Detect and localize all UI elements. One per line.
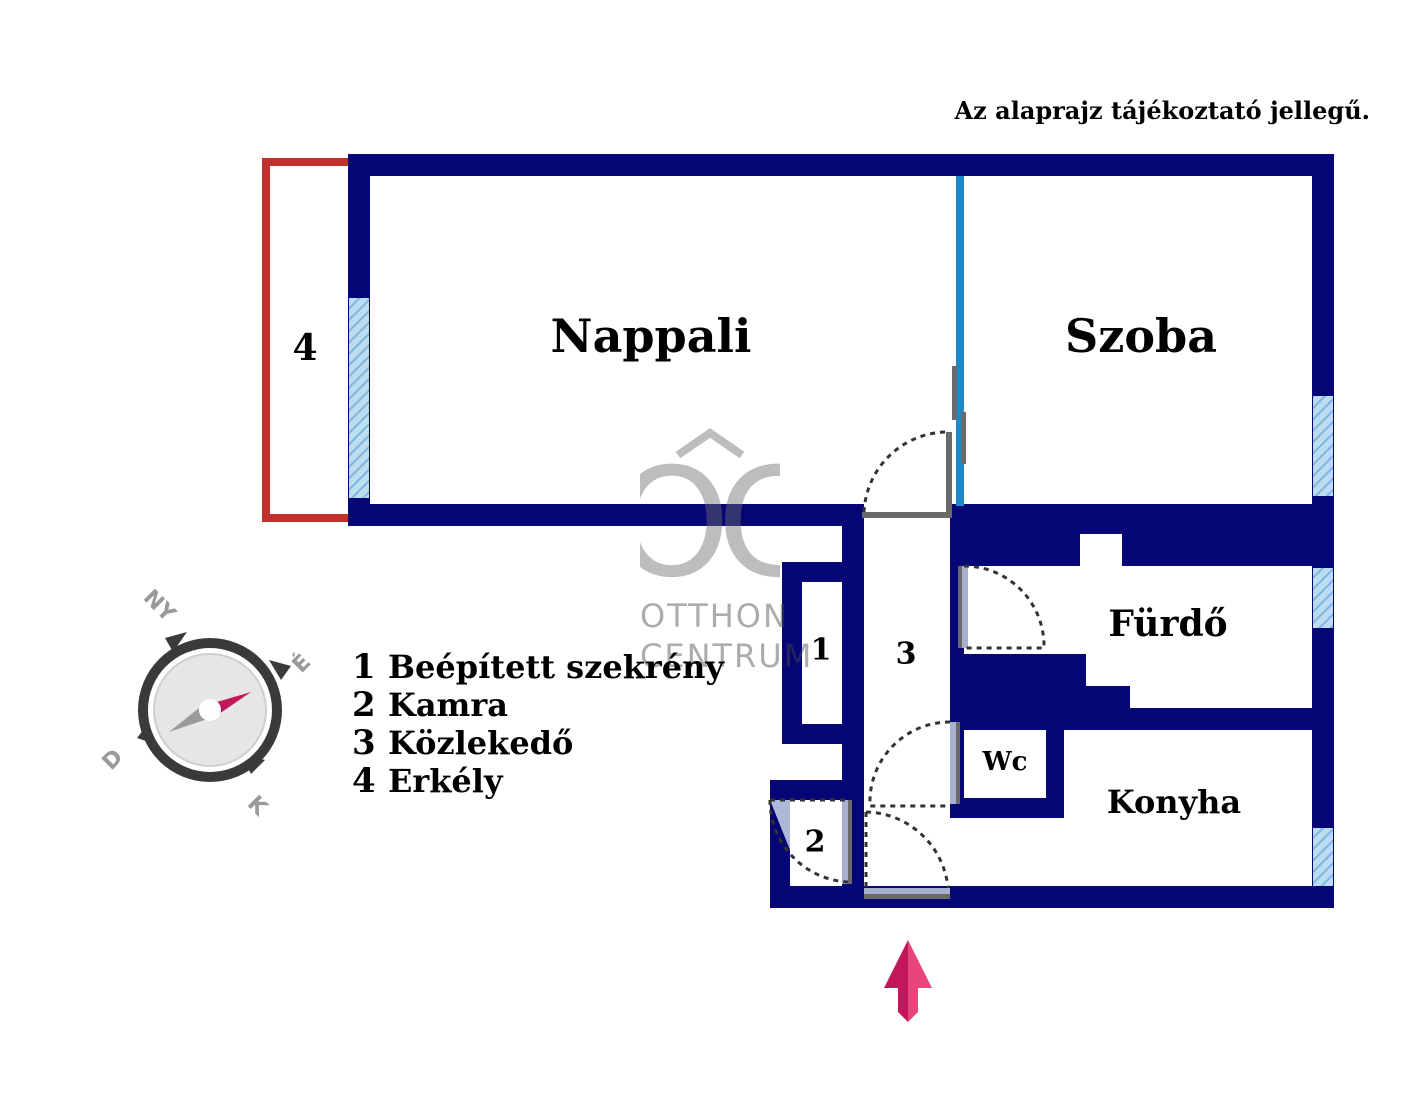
door-pantry-edge [848, 800, 852, 884]
room-label-wc: Wc [982, 747, 1028, 777]
door-nappali-swing [862, 430, 949, 513]
door-pantry-shade [770, 800, 790, 850]
wall-szoba-bottom [950, 504, 1334, 534]
logo-line2: CENTRUM [640, 637, 814, 675]
wall-bottom [770, 886, 1334, 908]
door-pantry-swing [768, 798, 849, 884]
otthon-centrum-logo: OC OTTHON CENTRUM [613, 425, 828, 675]
disclaimer-text: Az alaprajz tájékoztató jellegű. [954, 96, 1370, 125]
wall-pantry-top [770, 780, 862, 800]
window-konyha [1313, 828, 1333, 886]
compass-icon: NY É D K [95, 580, 325, 821]
logo-monogram-icon: OC [613, 428, 828, 611]
legend-label: Beépített szekrény [388, 648, 724, 686]
window-furdo [1313, 568, 1333, 628]
door-furdo-edge [958, 566, 962, 648]
door-szoba-slide-2 [961, 412, 966, 464]
legend-label: Erkély [388, 762, 503, 800]
legend-number: 3 [352, 723, 376, 763]
wall-wardrobe-bottom [782, 724, 862, 744]
legend-label: Kamra [388, 686, 508, 724]
wall-bath-inner2 [950, 686, 1130, 710]
legend-item: 3 Közlekedő [352, 724, 724, 762]
door-wc-edge [956, 722, 960, 804]
room-label-szoba: Szoba [1065, 309, 1217, 363]
logo-line1: OTTHON [640, 597, 789, 635]
partition-wall [956, 176, 964, 506]
room-label-nappali: Nappali [550, 309, 752, 363]
door-nappali-threshold [862, 512, 952, 518]
wall-wardrobe-left [782, 562, 802, 744]
room-number-wardrobe: 1 [810, 632, 832, 668]
room-label-furdo: Fürdő [1108, 603, 1228, 645]
legend-number: 2 [352, 685, 376, 725]
door-wc-swing [868, 720, 951, 808]
wall-top [348, 154, 1334, 176]
wall-wc-right [1046, 708, 1064, 818]
door-entrance-swing [864, 810, 950, 889]
door-furdo-swing [963, 564, 1046, 650]
doors [768, 366, 1046, 899]
wall-bath-inner [950, 654, 1086, 688]
legend-number: 1 [352, 647, 376, 687]
room-label-konyha: Konyha [1106, 783, 1242, 821]
entrance-arrow-icon [884, 940, 932, 1022]
legend-number: 4 [352, 761, 376, 801]
door-entrance-threshold [864, 888, 950, 898]
wall-wc-bottom [950, 798, 1064, 818]
legend-item: 4 Erkély [352, 762, 724, 800]
door-nappali-leaf [946, 432, 952, 514]
door-wc-leaf [950, 722, 960, 804]
window-nappali [349, 298, 369, 498]
compass-rose-icon [137, 632, 291, 782]
wall-bath-top-right [1122, 534, 1334, 566]
door-furdo-leaf [960, 566, 968, 648]
door-szoba-slide-1 [952, 366, 957, 420]
door-pantry-leaf [842, 800, 850, 884]
room-number-balcony: 4 [292, 327, 318, 369]
wall-bath-top [950, 534, 1080, 566]
window-szoba [1313, 396, 1333, 496]
legend-item: 2 Kamra [352, 686, 724, 724]
wall-nappali-bottom [348, 504, 862, 526]
legend-item: 1 Beépített szekrény [352, 648, 724, 686]
legend-label: Közlekedő [388, 724, 574, 762]
door-entrance-edge [864, 894, 950, 899]
room-number-hallway: 3 [895, 636, 917, 672]
walls [348, 154, 1334, 908]
logo-monogram: OC [640, 437, 780, 590]
room-number-pantry: 2 [804, 824, 826, 860]
wall-bath-bottom [950, 708, 1334, 730]
